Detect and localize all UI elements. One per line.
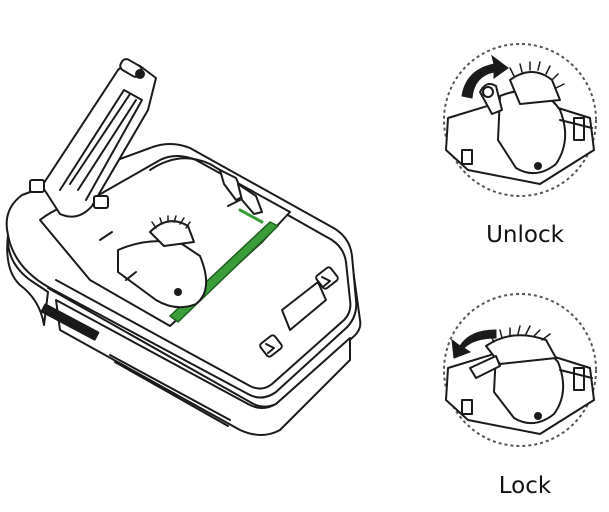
inner-slot bbox=[125, 271, 137, 281]
lid-roller-cap bbox=[135, 69, 145, 79]
curved-arrow-left-icon bbox=[451, 329, 497, 359]
lid-hinge bbox=[29, 179, 45, 193]
bottom-groove bbox=[114, 361, 229, 427]
unlock-holder-hole bbox=[534, 162, 542, 170]
lock-detail bbox=[443, 293, 597, 447]
unlock-gear bbox=[509, 71, 561, 105]
unlock-gear-teeth bbox=[509, 61, 565, 89]
lock-gear-teeth bbox=[489, 325, 551, 343]
left-side bbox=[6, 234, 49, 326]
paper-rail-inner bbox=[238, 208, 264, 224]
lid-hinge bbox=[93, 195, 109, 209]
lock-caption: Lock bbox=[498, 473, 552, 499]
lid-inner bbox=[59, 89, 143, 201]
unlock-detail bbox=[443, 43, 597, 197]
lid-edge bbox=[77, 99, 137, 191]
roll-holder-hole bbox=[174, 288, 182, 296]
unlock-rail bbox=[559, 119, 593, 129]
lock-rail bbox=[559, 369, 593, 379]
unlock-lever-knob bbox=[482, 86, 494, 98]
printer-bottom bbox=[55, 299, 351, 436]
inner-slot bbox=[99, 231, 113, 241]
power-button-mark bbox=[265, 343, 275, 354]
lock-holder-hole bbox=[534, 412, 542, 420]
side-strap bbox=[40, 303, 100, 341]
gear-teeth bbox=[151, 215, 191, 229]
unlock-caption: Unlock bbox=[486, 222, 564, 248]
lcd-display bbox=[281, 281, 327, 331]
curved-arrow-up-icon bbox=[461, 54, 509, 99]
lock-post bbox=[573, 367, 585, 391]
roll-holder bbox=[117, 240, 207, 309]
interior-latch bbox=[219, 169, 245, 201]
lock-lever bbox=[469, 355, 501, 379]
feed-button-mark bbox=[321, 276, 331, 287]
lid-edge bbox=[69, 93, 131, 185]
bottom-groove bbox=[109, 354, 231, 421]
unlock-post bbox=[573, 117, 585, 141]
printer-illustration bbox=[5, 58, 362, 436]
lock-post bbox=[461, 399, 473, 415]
feed-button bbox=[315, 266, 339, 290]
unlock-post bbox=[461, 149, 473, 165]
interior-latch bbox=[237, 183, 263, 215]
